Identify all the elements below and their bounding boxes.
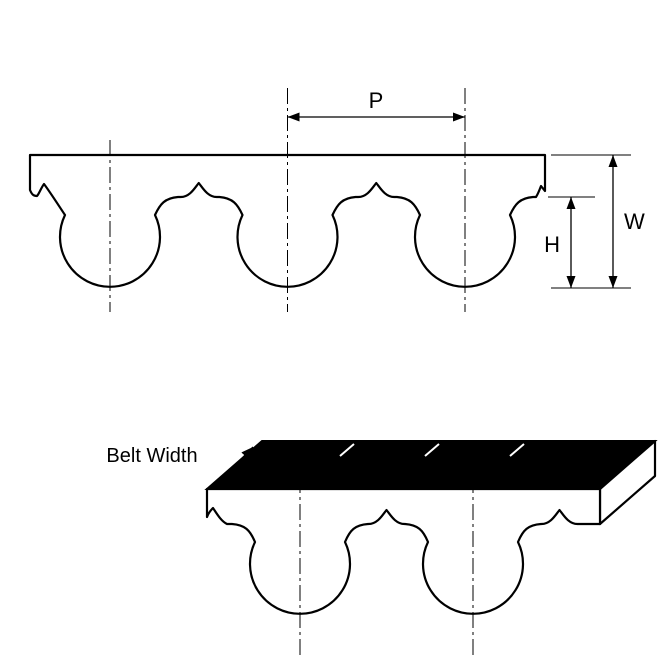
tooth-height-dimension: H	[544, 196, 595, 288]
belt-3d-view: Belt Width	[106, 439, 658, 655]
top-face-mark-3	[509, 443, 525, 457]
belt-cross-section: P W H	[28, 88, 645, 312]
width-dimension-label: W	[624, 209, 645, 234]
belt-width-label: Belt Width	[106, 445, 197, 467]
belt-tooth-profile-path	[28, 153, 547, 288]
overall-width-dimension: W	[551, 154, 645, 289]
pitch-dimension-label: P	[369, 88, 384, 113]
belt-3d-front-profile-path	[205, 487, 602, 615]
belt-width-arrow	[213, 446, 254, 488]
pitch-dimension: P	[287, 88, 465, 122]
height-dimension-label: H	[544, 232, 560, 257]
top-face-mark-2	[424, 443, 440, 457]
belt-back-top-face	[204, 440, 658, 490]
belt-width-callout: Belt Width	[106, 445, 254, 488]
top-face-mark-1	[339, 443, 355, 457]
